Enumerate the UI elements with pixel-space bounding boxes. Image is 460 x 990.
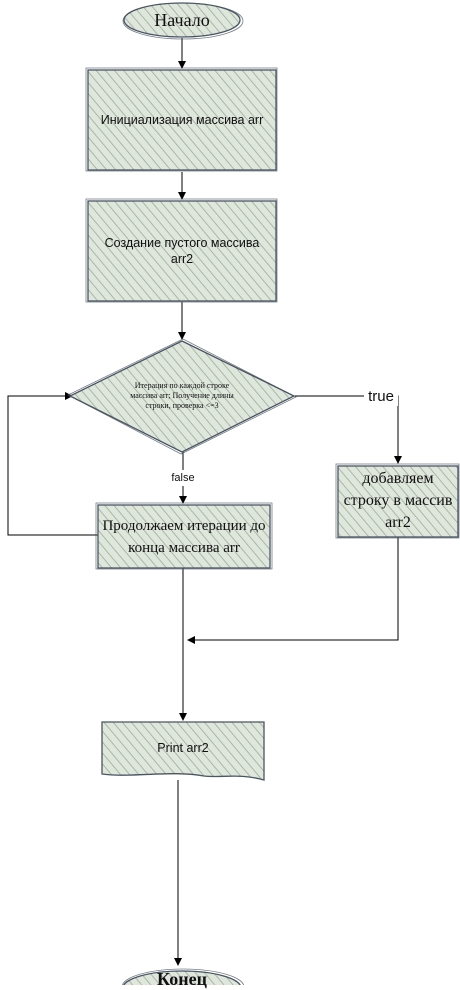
print-document-shape [101,721,265,781]
start-label: Начало [154,9,210,30]
edge-add-merge [187,537,399,644]
edge-loop-back [7,392,98,536]
add-process-box [337,465,459,538]
false-edge-label: false [164,470,202,486]
init-process-box [87,69,277,171]
continue-process-box [97,504,271,569]
continue-label: Продолжаем итерации до конца массива arr [102,518,266,556]
add-label: добавляем строку в массив arr2 [343,470,453,531]
init-label: Инициализация массива arr [100,113,264,127]
create-process-box [87,200,277,302]
decision-label: Итерация по каждой строке массива arr; П… [130,381,234,410]
edge-decision-true [294,395,402,464]
end-terminal [123,970,241,985]
decision-diamond [68,340,296,453]
true-edge-label: true [364,386,398,406]
create-label: Создание пустого массива arr2 [104,236,260,266]
end-label: Конец [157,968,207,989]
print-label: Print arr2 [157,741,209,755]
